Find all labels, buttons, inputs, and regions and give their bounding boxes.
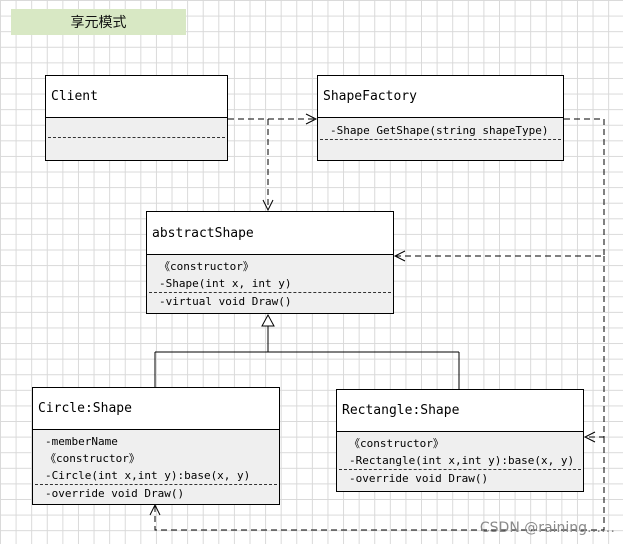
class-abstractshape[interactable]: abstractShape 《constructor》 -Shape(int x… [146, 211, 394, 314]
separator [35, 484, 277, 485]
diagram-title: 享元模式 [11, 9, 186, 35]
dependency-factory-circle [154, 437, 605, 531]
constructor-label: 《constructor》 [45, 452, 140, 465]
constructor-label: 《constructor》 [159, 260, 254, 273]
class-body: -Shape GetShape(string shapeType) [318, 118, 563, 160]
attribute: -memberName [45, 435, 118, 448]
arrowhead-open [149, 503, 161, 516]
class-name: Circle:Shape [33, 388, 279, 430]
dependency-factory-rectangle [585, 256, 605, 438]
method: -Shape GetShape(string shapeType) [330, 124, 549, 137]
method: -override void Draw() [45, 487, 185, 500]
class-name: abstractShape [147, 212, 393, 255]
class-body: 《constructor》 -Shape(int x, int y) -virt… [147, 255, 393, 313]
method: -virtual void Draw() [159, 295, 292, 308]
class-rectangle[interactable]: Rectangle:Shape 《constructor》 -Rectangle… [336, 389, 584, 492]
method: -override void Draw() [349, 472, 489, 485]
separator [320, 139, 561, 140]
separator [149, 292, 391, 293]
class-circle[interactable]: Circle:Shape -memberName 《constructor》 -… [32, 387, 280, 505]
arrowhead-open [305, 113, 318, 125]
constructor: -Rectangle(int x,int y):base(x, y) [349, 454, 575, 467]
class-shapefactory[interactable]: ShapeFactory -Shape GetShape(string shap… [317, 75, 564, 161]
constructor: -Shape(int x, int y) [159, 277, 292, 290]
class-name: Rectangle:Shape [337, 390, 583, 432]
generalization-triangle [261, 313, 275, 327]
class-name: ShapeFactory [318, 76, 563, 118]
separator [339, 469, 581, 470]
arrowhead-open [583, 431, 596, 443]
class-client[interactable]: Client [45, 75, 228, 161]
class-body: 《constructor》 -Rectangle(int x,int y):ba… [337, 432, 583, 491]
class-body [46, 118, 227, 160]
arrowhead-open [393, 250, 406, 262]
constructor-label: 《constructor》 [349, 437, 444, 450]
arrowhead-open [262, 199, 274, 212]
separator [48, 137, 225, 138]
class-body: -memberName 《constructor》 -Circle(int x,… [33, 430, 279, 504]
dependency-client-abstract [228, 118, 269, 210]
class-name: Client [46, 76, 227, 118]
dependency-factory-abstract [395, 118, 605, 257]
watermark: CSDN @raining…… [479, 520, 615, 536]
generalization-line [154, 326, 460, 389]
constructor: -Circle(int x,int y):base(x, y) [45, 469, 251, 482]
